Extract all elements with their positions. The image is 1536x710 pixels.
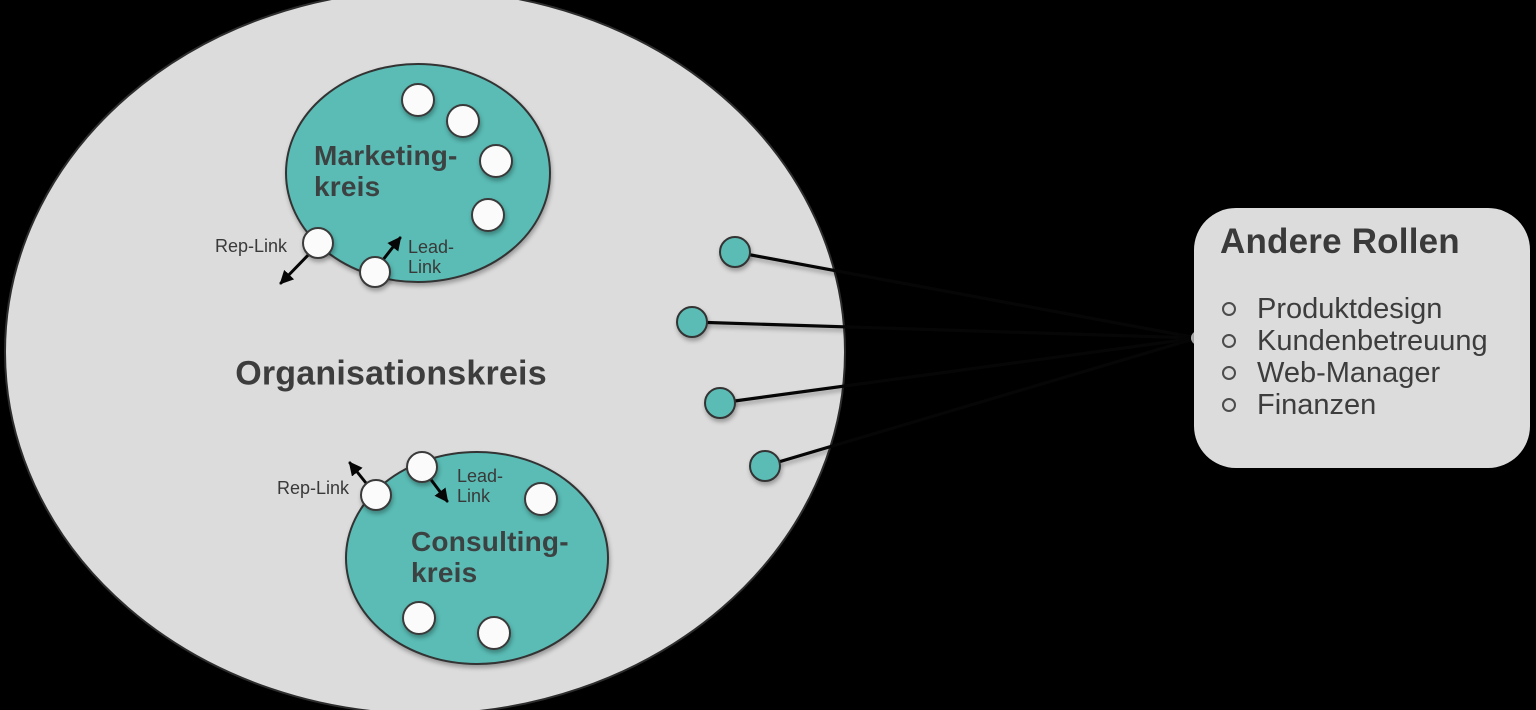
- consulting-role-circles: [360, 451, 558, 650]
- marketing-circle-label-line1: Marketing-: [314, 140, 458, 171]
- organization-circle-label: Organisationskreis: [235, 354, 547, 393]
- consulting-circle-label-line2: kreis: [411, 557, 478, 588]
- marketing-role-circle: [446, 104, 480, 138]
- external-role-connectors: [690, 250, 1199, 468]
- other-roles-panel: Andere Rollen Produktdesign Kundenbetreu…: [1194, 208, 1530, 468]
- consulting-role-circle: [477, 616, 511, 650]
- list-item: Produktdesign: [1222, 293, 1514, 325]
- other-roles-list: Produktdesign Kundenbetreuung Web-Manage…: [1220, 293, 1514, 421]
- marketing-role-circle: [471, 198, 505, 232]
- consulting-role-circle: [524, 482, 558, 516]
- consulting-circle-label: Consulting- kreis: [411, 526, 569, 588]
- list-item-label: Web-Manager: [1257, 356, 1441, 389]
- external-role-connector-line: [690, 320, 1199, 340]
- list-item-label: Produktdesign: [1257, 292, 1443, 325]
- consulting-rep-link-label: Rep-Link: [276, 478, 349, 498]
- consulting-role-circle: [402, 601, 436, 635]
- circle-bullet-icon: [1222, 334, 1236, 348]
- consulting-circle-label-line1: Consulting-: [411, 526, 569, 557]
- circle-bullet-icon: [1222, 302, 1236, 316]
- marketing-lead-link-circle: [359, 256, 391, 288]
- external-role-circle: [704, 387, 736, 419]
- organization-circle: [4, 0, 846, 710]
- list-item: Kundenbetreuung: [1222, 325, 1514, 357]
- list-item-label: Kundenbetreuung: [1257, 324, 1488, 357]
- external-role-circle: [749, 450, 781, 482]
- external-role-circle: [676, 306, 708, 338]
- marketing-circle-label-line2: kreis: [314, 171, 381, 202]
- external-role-connector-line: [718, 336, 1199, 405]
- consulting-rep-link-circle: [360, 479, 392, 511]
- marketing-lead-link-label-line1: Lead-: [408, 237, 455, 257]
- external-role-circle: [719, 236, 751, 268]
- circle-bullet-icon: [1222, 366, 1236, 380]
- marketing-circle-label: Marketing- kreis: [314, 140, 458, 202]
- marketing-rep-link-circle: [302, 227, 334, 259]
- list-item-label: Finanzen: [1257, 388, 1377, 421]
- consulting-lead-link-label-line2: Link: [457, 486, 491, 506]
- external-role-connector-line: [763, 336, 1199, 468]
- marketing-rep-link-label: Rep-Link: [214, 236, 287, 256]
- consulting-lead-link-label: Lead- Link: [457, 466, 503, 506]
- marketing-role-circles: [302, 83, 513, 288]
- consulting-lead-link-label-line1: Lead-: [457, 466, 504, 486]
- marketing-lead-link-label: Lead- Link: [408, 237, 454, 277]
- consulting-lead-link-arrow: [427, 475, 449, 503]
- consulting-lead-link-circle: [406, 451, 438, 483]
- external-role-circles: [676, 236, 781, 482]
- other-roles-panel-title: Andere Rollen: [1220, 222, 1460, 261]
- circle-bullet-icon: [1222, 398, 1236, 412]
- list-item: Finanzen: [1222, 389, 1514, 421]
- marketing-role-circle: [401, 83, 435, 117]
- marketing-lead-link-label-line2: Link: [408, 257, 442, 277]
- external-role-connector-line: [733, 250, 1199, 340]
- list-item: Web-Manager: [1222, 357, 1514, 389]
- marketing-role-circle: [479, 144, 513, 178]
